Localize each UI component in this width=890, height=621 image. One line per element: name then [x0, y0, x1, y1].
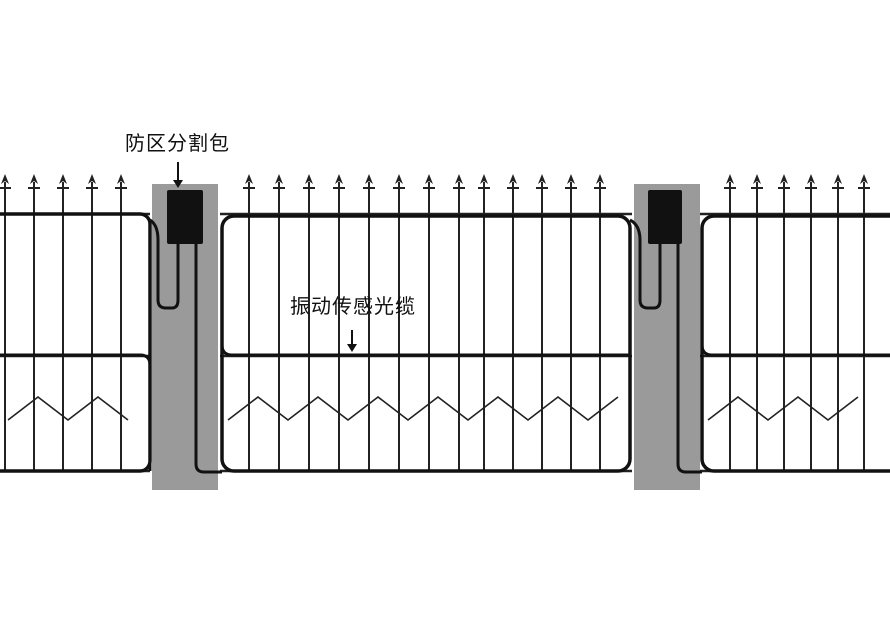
picket-spear-tip — [59, 174, 67, 184]
fence-posts — [152, 184, 700, 490]
cable-loop — [0, 212, 152, 473]
cable-return — [700, 300, 890, 357]
picket-spear-tip — [807, 174, 815, 184]
picket-spear-tip — [455, 174, 463, 184]
picket-spear-tip — [567, 174, 575, 184]
vibration-sensing-cable — [0, 212, 890, 474]
picket-spear-tip — [117, 174, 125, 184]
picket-spear-tip — [88, 174, 96, 184]
picket-spear-tip — [395, 174, 403, 184]
picket-spear-tip — [596, 174, 604, 184]
picket-spear-tip — [860, 174, 868, 184]
picket-spear-tip — [538, 174, 546, 184]
cable-from-splitter — [676, 244, 702, 474]
picket-spear-tip — [30, 174, 38, 184]
picket-spear-tip — [335, 174, 343, 184]
picket-spear-tip — [726, 174, 734, 184]
picket-spear-tip — [245, 174, 253, 184]
zigzag-ornament — [707, 395, 859, 422]
cable-return — [0, 353, 152, 471]
picket-spear-tip — [834, 174, 842, 184]
zigzag-ornament — [7, 395, 129, 422]
picket-spear-tip — [780, 174, 788, 184]
cable-to-splitter — [629, 218, 662, 310]
picket-spear-tip — [480, 174, 488, 184]
cable-from-splitter — [194, 244, 222, 474]
zigzag-ornament — [227, 395, 619, 422]
picket-spear-tip — [753, 174, 761, 184]
splitter-arrow-head — [173, 180, 183, 188]
fence-pickets — [0, 174, 870, 471]
zone-splitter-boxes — [167, 190, 682, 244]
fence-zigzag-decoration — [7, 395, 859, 422]
picket-spear-tip — [1, 174, 9, 184]
zone-splitter-label: 防区分割包 — [125, 131, 230, 155]
picket-spear-tip — [305, 174, 313, 184]
zone-splitter-box — [167, 190, 203, 244]
cable-return — [220, 300, 630, 357]
picket-spear-tip — [425, 174, 433, 184]
cable-to-splitter — [149, 218, 180, 310]
cable-arrow-head — [347, 344, 357, 352]
vibration-cable-label: 振动传感光缆 — [290, 294, 416, 318]
picket-spear-tip — [365, 174, 373, 184]
pointer-arrows — [173, 162, 357, 352]
picket-spear-tip — [509, 174, 517, 184]
picket-spear-tip — [275, 174, 283, 184]
cable-loop — [220, 214, 632, 473]
zone-splitter-box — [648, 190, 682, 244]
